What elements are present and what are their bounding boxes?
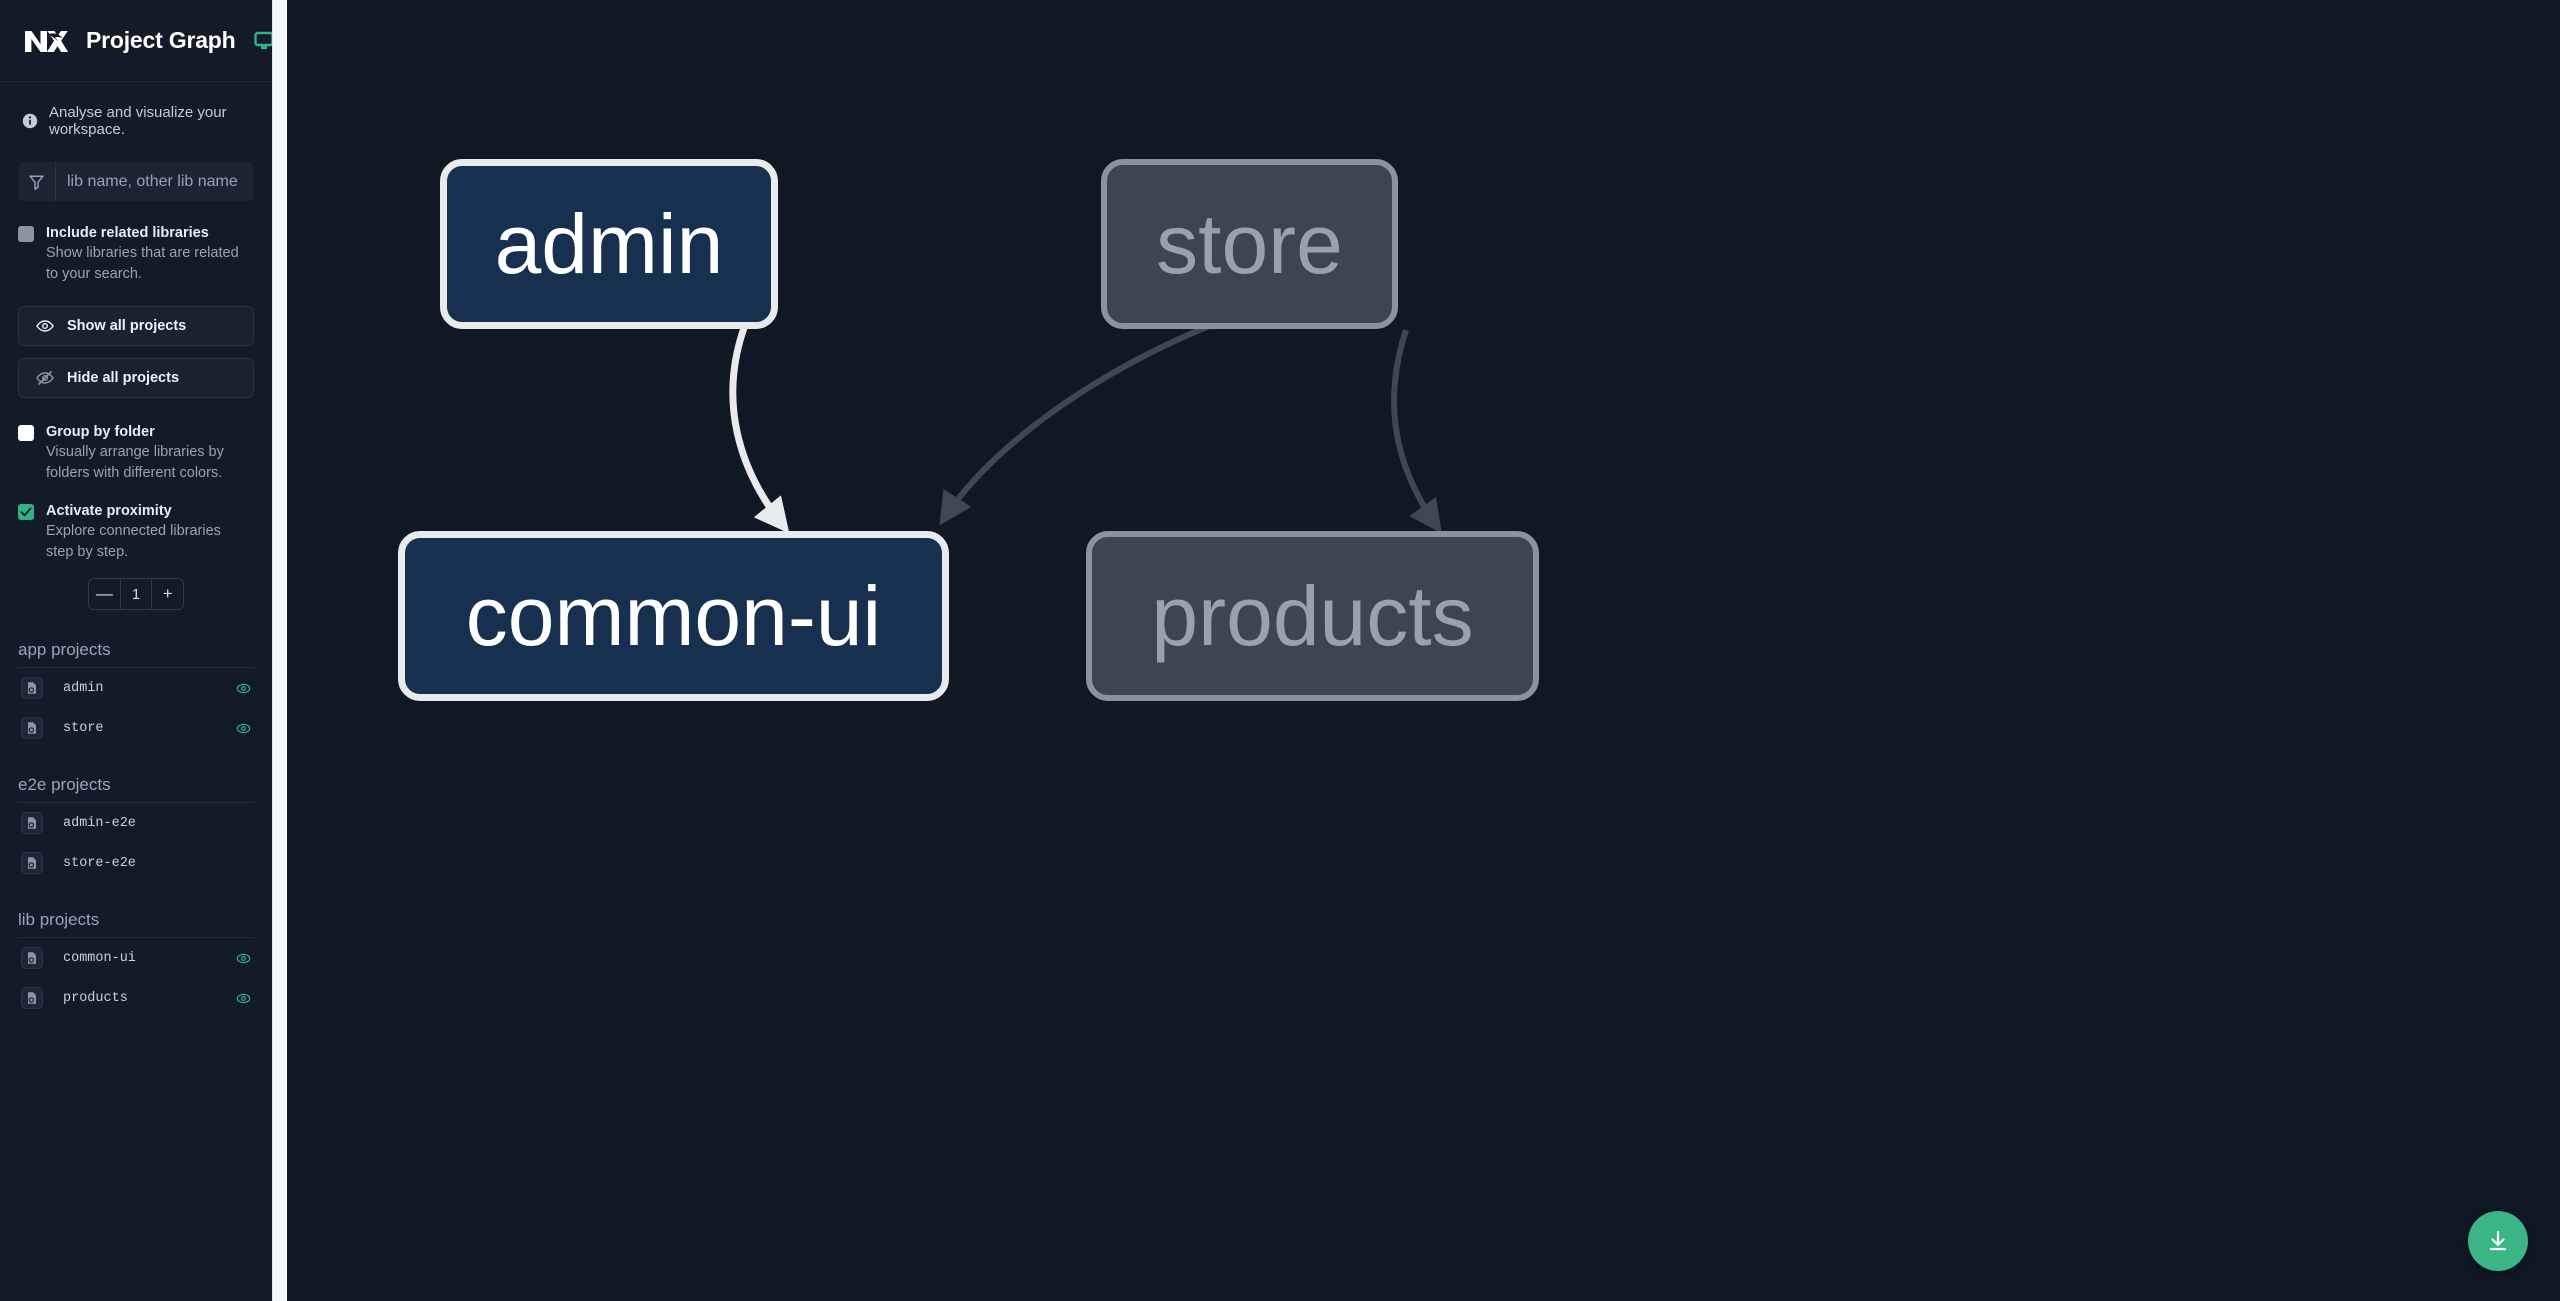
option-group-by-folder[interactable]: Group by folder Visually arrange librari… — [0, 422, 272, 483]
sidebar: Project Graph Analyse and visualize your… — [0, 0, 272, 1301]
project-file-icon — [21, 812, 43, 834]
project-group-app: app projects admin — [0, 640, 272, 748]
graph-node-products[interactable]: products — [1086, 531, 1539, 701]
option-include-related-libraries[interactable]: Include related libraries Show libraries… — [0, 223, 272, 284]
project-group-lib: lib projects common-ui — [0, 910, 272, 1018]
info-icon — [22, 113, 38, 129]
eye-icon[interactable] — [236, 681, 251, 696]
option-description: Visually arrange libraries by folders wi… — [46, 444, 224, 481]
show-all-projects-button[interactable]: Show all projects — [18, 306, 254, 346]
graph-canvas[interactable]: admin store common-ui products — [288, 0, 2560, 1301]
filter-funnel-icon — [18, 162, 56, 201]
project-group-title: app projects — [18, 640, 111, 659]
project-row-common-ui[interactable]: common-ui — [18, 938, 254, 978]
node-box — [440, 159, 778, 329]
project-row-admin-e2e[interactable]: admin-e2e — [18, 803, 254, 843]
option-activate-proximity[interactable]: Activate proximity Explore connected lib… — [0, 501, 272, 562]
tagline-text: Analyse and visualize your workspace. — [49, 104, 227, 138]
project-file-icon — [21, 987, 43, 1009]
proximity-value: 1 — [119, 579, 152, 609]
project-file-icon — [21, 717, 43, 739]
project-group-title: lib projects — [18, 910, 100, 929]
project-file-icon — [21, 947, 43, 969]
project-name: products — [63, 990, 128, 1006]
hide-all-projects-button[interactable]: Hide all projects — [18, 358, 254, 398]
project-name: admin-e2e — [63, 815, 136, 831]
divider — [18, 937, 254, 938]
graph-node-common-ui[interactable]: common-ui — [398, 531, 949, 701]
node-label: admin — [494, 197, 724, 291]
monitor-icon[interactable] — [253, 30, 272, 52]
node-box — [1086, 531, 1539, 701]
node-box — [1101, 159, 1398, 329]
project-row-products[interactable]: products — [18, 978, 254, 1018]
project-name: common-ui — [63, 950, 136, 966]
tagline: Analyse and visualize your workspace. — [0, 82, 272, 138]
project-group-e2e: e2e projects admin-e2e — [0, 775, 272, 883]
eye-icon[interactable] — [236, 951, 251, 966]
proximity-increment-button[interactable]: + — [151, 579, 183, 609]
node-label: common-ui — [465, 569, 882, 663]
node-label: store — [1156, 197, 1343, 291]
graph-node-admin[interactable]: admin — [440, 159, 778, 329]
proximity-decrement-button[interactable]: — — [89, 579, 120, 609]
project-name: store — [63, 720, 104, 736]
search-field[interactable] — [18, 162, 254, 201]
edge-store-to-common-ui — [939, 297, 1289, 526]
sidebar-header: Project Graph — [0, 0, 272, 82]
eye-icon[interactable] — [236, 991, 251, 1006]
divider — [18, 802, 254, 803]
hide-all-projects-label: Hide all projects — [67, 370, 180, 386]
project-file-icon — [21, 852, 43, 874]
project-group-title: e2e projects — [18, 775, 111, 794]
page-title: Project Graph — [86, 27, 236, 53]
nx-logo-icon — [22, 21, 69, 61]
search-input[interactable] — [56, 162, 254, 201]
option-title: Include related libraries — [46, 225, 209, 241]
node-label: products — [1151, 569, 1474, 663]
edge-store-to-products — [1391, 329, 1442, 534]
project-row-admin[interactable]: admin — [18, 668, 254, 708]
project-name: admin — [63, 680, 104, 696]
eye-icon — [36, 317, 54, 335]
activate-proximity-checkbox[interactable] — [18, 504, 34, 520]
project-file-icon — [21, 677, 43, 699]
divider — [18, 667, 254, 668]
eye-off-icon — [36, 369, 54, 387]
edge-admin-to-common-ui — [729, 323, 790, 534]
show-all-projects-label: Show all projects — [67, 318, 187, 334]
graph-node-store[interactable]: store — [1101, 159, 1398, 329]
include-related-libraries-checkbox[interactable] — [18, 226, 34, 242]
download-icon — [2485, 1228, 2511, 1254]
option-description: Explore connected libraries step by step… — [46, 523, 221, 560]
project-name: store-e2e — [63, 855, 136, 871]
option-description: Show libraries that are related to your … — [46, 245, 239, 282]
option-title: Activate proximity — [46, 503, 172, 519]
proximity-stepper[interactable]: — 1 + — [88, 578, 184, 610]
sidebar-resize-handle[interactable] — [272, 0, 288, 1301]
eye-icon[interactable] — [236, 721, 251, 736]
project-row-store[interactable]: store — [18, 708, 254, 748]
group-by-folder-checkbox[interactable] — [18, 425, 34, 441]
download-graph-button[interactable] — [2468, 1211, 2528, 1271]
node-box — [398, 531, 949, 701]
option-title: Group by folder — [46, 424, 155, 440]
project-row-store-e2e[interactable]: store-e2e — [18, 843, 254, 883]
